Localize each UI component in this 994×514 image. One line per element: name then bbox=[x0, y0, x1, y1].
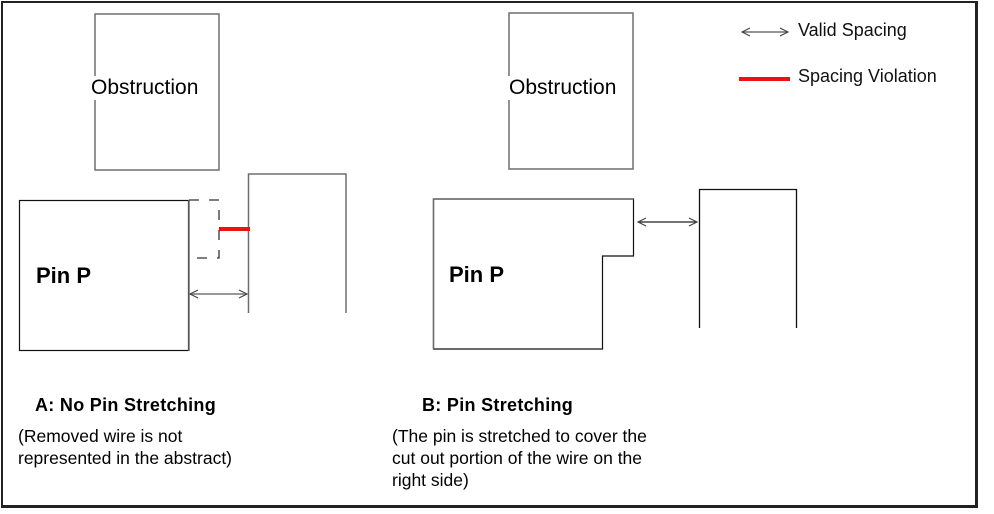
wire-a bbox=[247, 173, 347, 313]
pin-label-a: Pin P bbox=[36, 263, 92, 288]
legend-valid-spacing-label: Valid Spacing bbox=[798, 20, 907, 40]
pin-b-grey-edges bbox=[432, 198, 634, 349]
obstruction-label-a: Obstruction bbox=[90, 76, 200, 100]
panel-b bbox=[432, 12, 798, 350]
panel-a bbox=[18, 13, 347, 352]
caption-title-a: A: No Pin Stretching bbox=[35, 395, 216, 415]
removed-wire-outline bbox=[189, 199, 220, 259]
caption-description-b: (The pin is stretched to cover the cut o… bbox=[392, 426, 647, 490]
obstruction-label-b: Obstruction bbox=[508, 76, 618, 100]
wire-b bbox=[698, 188, 798, 328]
legend-spacing-violation-label: Spacing Violation bbox=[798, 66, 937, 86]
legend bbox=[739, 32, 790, 81]
caption-title-b: B: Pin Stretching bbox=[422, 395, 574, 415]
pin-label-b: Pin P bbox=[449, 262, 505, 287]
caption-description-a: (Removed wire is not represented in the … bbox=[18, 426, 233, 468]
